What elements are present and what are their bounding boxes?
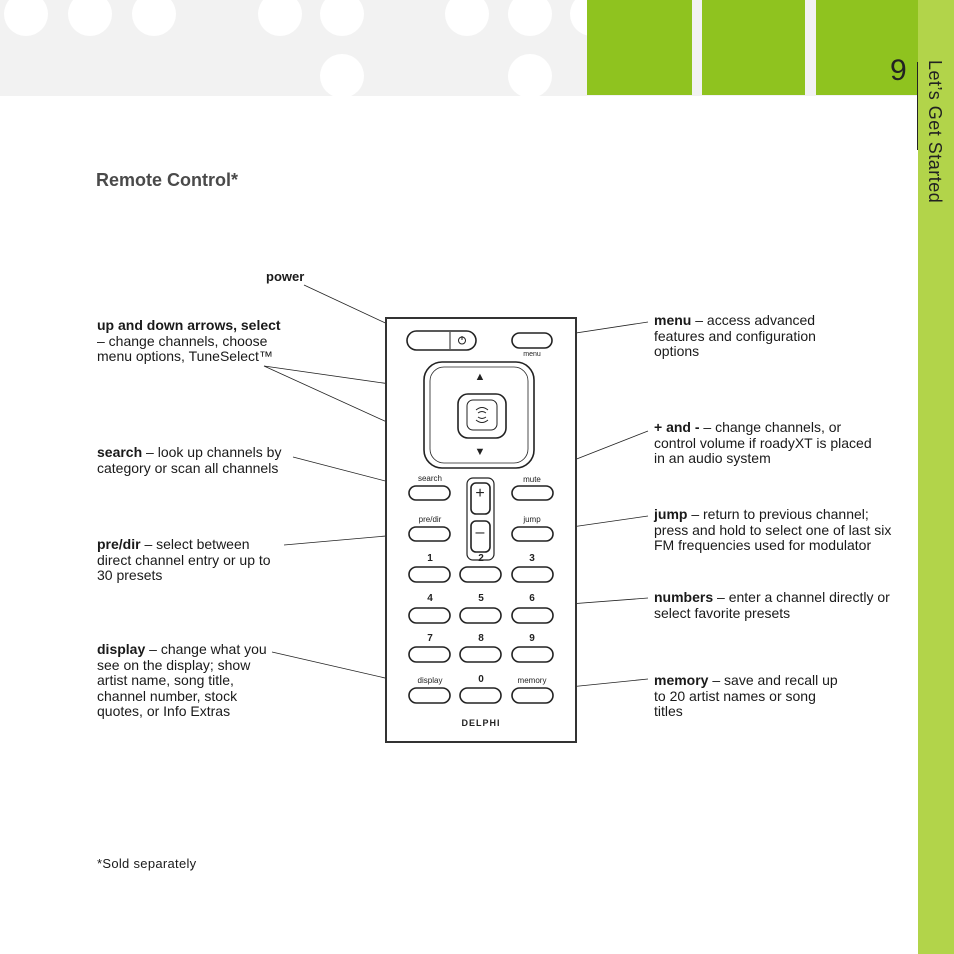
power-annotation: power xyxy=(266,269,305,284)
down-arrow-icon: ▼ xyxy=(474,446,486,458)
remote-body xyxy=(385,317,577,743)
green-block xyxy=(587,0,692,95)
display-button-label: display xyxy=(417,676,443,685)
search-term: search xyxy=(97,444,143,460)
decor-dot xyxy=(68,0,112,36)
predir-annotation: pre/dir – select between direct channel … xyxy=(97,536,277,584)
key-7-label: 7 xyxy=(427,633,433,644)
key-9-label: 9 xyxy=(529,633,535,644)
memory-button-label: memory xyxy=(517,676,547,685)
key-0-label: 0 xyxy=(478,674,484,685)
memory-term: memory xyxy=(654,672,709,688)
memory-desc: – save and recall up to 20 artist names … xyxy=(654,672,838,719)
menu-term: menu xyxy=(654,312,692,328)
key-5-label: 5 xyxy=(478,593,484,604)
arrows-term: up and down arrows, select xyxy=(97,317,281,333)
key-2-label: 2 xyxy=(478,553,484,564)
decor-dot xyxy=(258,0,302,36)
key-4-label: 4 xyxy=(427,593,433,604)
section-title: Let’s Get Started xyxy=(925,60,945,204)
decor-dot xyxy=(132,0,176,36)
minus-icon: – xyxy=(475,524,485,541)
numbers-desc: – enter a channel directly or select fav… xyxy=(654,589,890,621)
key-8-label: 8 xyxy=(478,633,484,644)
menu-annotation: menu – access advanced features and conf… xyxy=(654,312,854,360)
menu-desc: – access advanced features and configura… xyxy=(654,312,816,359)
page-rule xyxy=(917,62,918,150)
mute-button-label: mute xyxy=(523,475,541,484)
memory-annotation: memory – save and recall up to 20 artist… xyxy=(654,672,844,720)
decor-dot xyxy=(320,0,364,36)
plusminus-term: + and - xyxy=(654,419,700,435)
display-term: display xyxy=(97,641,146,657)
key-3-label: 3 xyxy=(529,553,535,564)
up-arrow-icon: ▲ xyxy=(474,371,486,383)
predir-desc: – select between direct channel entry or… xyxy=(97,536,271,583)
page-number: 9 xyxy=(890,54,907,87)
decor-dot xyxy=(320,54,364,96)
search-desc: – look up channels by category or scan a… xyxy=(97,444,282,476)
arrows-annotation: up and down arrows, select – change chan… xyxy=(97,317,282,365)
section-sidebar xyxy=(918,0,954,954)
search-button-label: search xyxy=(417,474,442,483)
search-annotation: search – look up channels by category or… xyxy=(97,444,289,476)
page-title: Remote Control* xyxy=(96,170,239,190)
brand-logo: DELPHI xyxy=(461,718,501,728)
green-block xyxy=(816,0,918,95)
arrows-desc: – change channels, choose menu options, … xyxy=(97,332,273,364)
jump-term: jump xyxy=(654,506,688,522)
decor-dot xyxy=(445,0,489,36)
menu-button-label: menu xyxy=(523,351,541,358)
key-1-label: 1 xyxy=(427,553,433,564)
display-desc: – change what you see on the display; sh… xyxy=(97,641,267,719)
decor-dot xyxy=(4,0,48,36)
key-6-label: 6 xyxy=(529,593,535,604)
plus-icon: + xyxy=(475,485,485,502)
decor-dot xyxy=(508,0,552,36)
predir-term: pre/dir xyxy=(97,536,141,552)
display-annotation: display – change what you see on the dis… xyxy=(97,641,272,720)
plusminus-desc: – change channels, or control volume if … xyxy=(654,419,872,466)
decor-dot xyxy=(508,54,552,96)
green-block xyxy=(702,0,805,95)
jump-button-label: jump xyxy=(523,515,541,524)
footnote: *Sold separately xyxy=(97,856,197,871)
predir-button-label: pre/dir xyxy=(418,515,442,524)
jump-desc: – return to previous channel; press and … xyxy=(654,506,892,553)
numbers-annotation: numbers – enter a channel directly or se… xyxy=(654,589,894,621)
jump-annotation: jump – return to previous channel; press… xyxy=(654,506,906,554)
numbers-term: numbers xyxy=(654,589,714,605)
plusminus-annotation: + and - – change channels, or control vo… xyxy=(654,419,874,467)
